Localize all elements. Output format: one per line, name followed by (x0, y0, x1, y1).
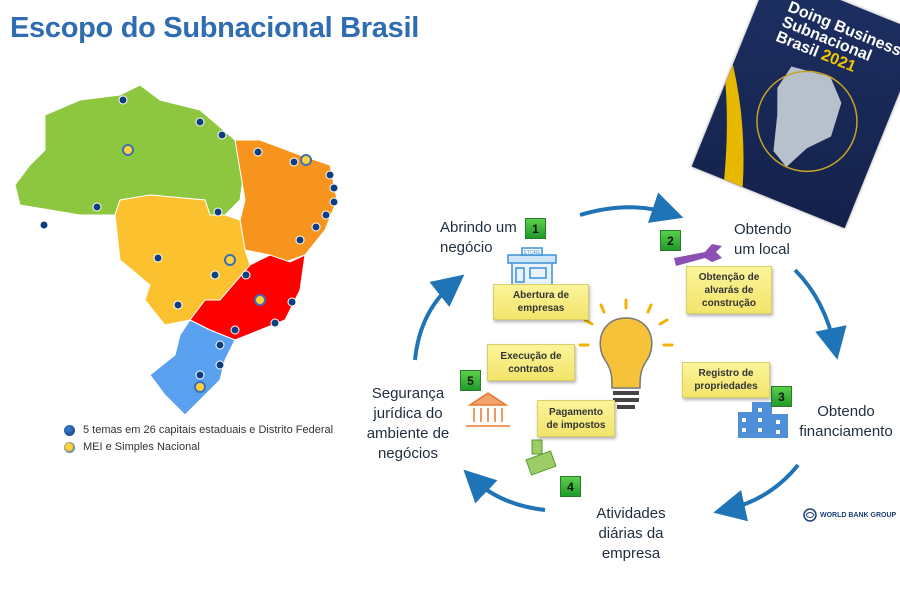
lightbulb-icon (578, 298, 674, 409)
gold-dot-icon (64, 441, 75, 453)
capital-dots (39, 95, 339, 380)
cover-art (724, 64, 858, 188)
arrow-1-2 (579, 192, 684, 223)
step-number-1: 1 (525, 218, 546, 239)
step-number-4: 4 (560, 476, 581, 497)
store-sign: STORE (523, 250, 541, 256)
world-bank-logo: WORLD BANK GROUP (803, 508, 896, 522)
globe-icon (803, 508, 817, 522)
stage-getting-location: Obtendo um local (734, 221, 792, 258)
region-south (149, 319, 236, 416)
mei-dots (122, 144, 312, 393)
indicator-construction-permits: Obtenção de alvarás de construção (686, 266, 772, 314)
arrow-3-4 (713, 463, 800, 522)
store-icon (507, 247, 557, 287)
stage-daily-operations: Atividades diárias da empresa (596, 505, 666, 562)
wrench-icon (674, 244, 722, 266)
arrow-4-5 (463, 469, 546, 512)
blue-dot-icon (64, 424, 75, 436)
money-icon (525, 439, 557, 476)
indicator-enforcing-contracts: Execução de contratos (487, 344, 575, 381)
legend-item-capitals: 5 temas em 26 capitais estaduais e Distr… (64, 424, 333, 436)
legend-item-mei: MEI e Simples Nacional (64, 441, 200, 453)
arrow-5-1 (413, 274, 465, 361)
indicator-registering-property: Registro de propriedades (682, 362, 770, 398)
indicator-paying-taxes: Pagamento de impostos (537, 400, 615, 437)
brazil-map (14, 84, 339, 416)
building-icon (738, 402, 788, 438)
courthouse-icon (466, 392, 510, 427)
report-cover: Doing Business Subnacional Brasil 2021 (691, 0, 900, 229)
slide-title: Escopo do Subnacional Brasil (10, 12, 419, 44)
arrow-2-3 (793, 268, 847, 360)
legend-label: 5 temas em 26 capitais estaduais e Distr… (83, 424, 334, 436)
step-number-5: 5 (460, 370, 481, 391)
step-number-2: 2 (660, 230, 681, 251)
stage-legal-security: Segurança jurídica do ambiente de negóci… (366, 385, 450, 462)
stage-opening-business: Abrindo um negócio (440, 219, 517, 256)
step-number-3: 3 (771, 386, 792, 407)
legend-label: MEI e Simples Nacional (83, 441, 200, 453)
indicator-starting-business: Abertura de empresas (493, 284, 589, 320)
stage-getting-financing: Obtendo financiamento (799, 403, 893, 440)
logo-text: WORLD BANK GROUP (820, 511, 897, 519)
